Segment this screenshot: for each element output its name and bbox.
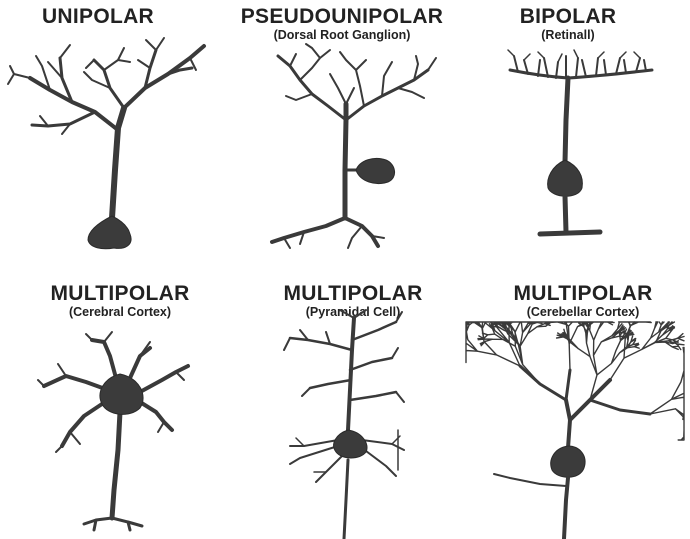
multipolar-cerebral-neuron-icon <box>38 332 188 530</box>
bipolar-neuron-icon <box>508 50 652 234</box>
pseudounipolar-neuron-icon <box>272 44 436 248</box>
unipolar-neuron-icon <box>8 38 204 249</box>
purkinje-neuron-icon <box>466 322 684 539</box>
pyramidal-neuron-icon <box>284 310 404 539</box>
